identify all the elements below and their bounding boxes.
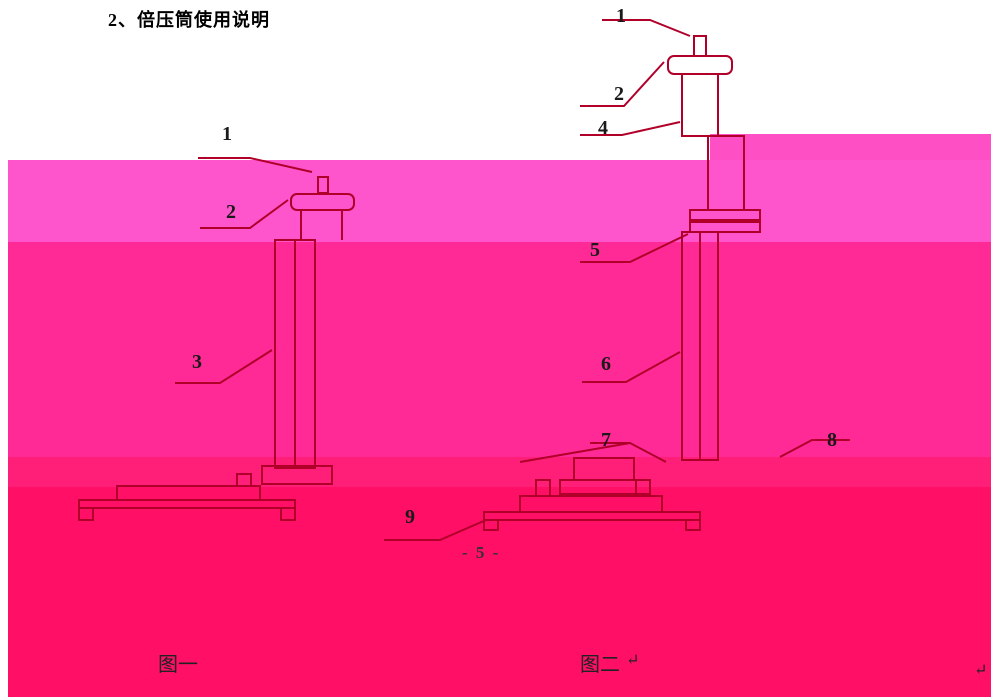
fig2-foot-left bbox=[483, 519, 499, 531]
fig1-leader-1 bbox=[198, 157, 313, 173]
fig1-label-2: 2 bbox=[226, 201, 236, 223]
page-number: - 5 - bbox=[462, 543, 501, 562]
figure1-caption: 图一 bbox=[158, 654, 198, 676]
fig2-leader-9 bbox=[384, 519, 487, 541]
fig2-frame bbox=[483, 511, 701, 521]
overlay-band-4 bbox=[8, 487, 991, 697]
fig2-label-5: 5 bbox=[590, 239, 600, 261]
fig1-frame bbox=[78, 499, 296, 509]
fig1-foot-left bbox=[78, 507, 94, 521]
fig1-plate bbox=[116, 485, 261, 501]
figure2-apparatus bbox=[483, 35, 761, 531]
fig2-flange-2 bbox=[689, 221, 761, 233]
fig1-leader-2 bbox=[200, 199, 289, 229]
fig2-leader-5 bbox=[580, 233, 689, 263]
fig1-label-3: 3 bbox=[192, 351, 202, 373]
section-heading: 2、倍压筒使用说明 bbox=[108, 10, 270, 30]
fig1-leader-3 bbox=[175, 349, 273, 384]
fig2-left-post bbox=[535, 479, 551, 497]
fig2-cap bbox=[667, 55, 733, 75]
fig2-leader-7b bbox=[519, 442, 631, 463]
fig2-piston-block bbox=[573, 457, 635, 481]
fig2-foot-right bbox=[685, 519, 701, 531]
fig2-label-4: 4 bbox=[598, 117, 608, 139]
fig2-upper-tube bbox=[681, 73, 719, 137]
figure2-caption: 图二 bbox=[580, 654, 620, 676]
overlay-band-1 bbox=[8, 160, 991, 242]
overlay-band-3 bbox=[8, 457, 991, 487]
fig2-leader-2 bbox=[580, 61, 665, 107]
fig2-label-7: 7 bbox=[601, 429, 611, 451]
fig2-sleeve bbox=[707, 135, 745, 211]
fig2-leader-4 bbox=[580, 121, 681, 136]
fig1-base-block bbox=[261, 465, 333, 485]
paragraph-mark-icon: ↵ bbox=[626, 652, 640, 669]
fig2-label-6: 6 bbox=[601, 353, 611, 375]
fig2-label-9: 9 bbox=[405, 506, 415, 528]
fig2-leader-8 bbox=[779, 439, 850, 458]
fig2-label-1: 1 bbox=[616, 5, 626, 27]
fig2-leader-6 bbox=[582, 351, 681, 383]
fig2-plate bbox=[519, 495, 663, 513]
fig2-top-knob bbox=[693, 35, 707, 57]
fig1-top-knob bbox=[317, 176, 329, 194]
fig2-leader-1 bbox=[602, 19, 691, 37]
fig2-flange-1 bbox=[689, 209, 761, 221]
paragraph-mark-icon: ↵ bbox=[974, 662, 988, 679]
fig1-small-block bbox=[236, 473, 252, 487]
fig1-cap bbox=[290, 193, 355, 211]
fig1-label-1: 1 bbox=[222, 123, 232, 145]
fig1-foot-right bbox=[280, 507, 296, 521]
fig2-label-2: 2 bbox=[614, 83, 624, 105]
fig2-label-8: 8 bbox=[827, 429, 837, 451]
overlay-band-top bbox=[710, 134, 991, 162]
figure1-apparatus bbox=[78, 176, 355, 521]
overlay-band-2 bbox=[8, 242, 991, 457]
